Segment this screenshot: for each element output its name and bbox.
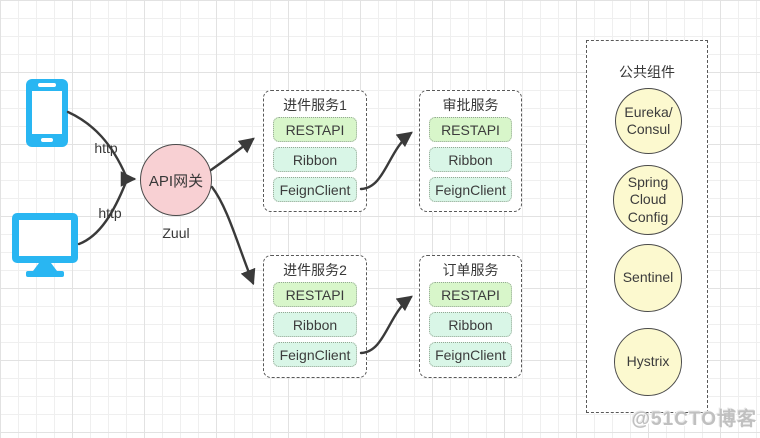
- service-box-approval: 审批服务 RESTAPI Ribbon FeignClient: [419, 90, 522, 212]
- arrow-service1-to-approval: [359, 131, 413, 191]
- desktop-client-icon: [12, 213, 78, 277]
- component-ribbon: Ribbon: [273, 147, 357, 172]
- component-restapi: RESTAPI: [273, 117, 357, 142]
- component-feignclient: FeignClient: [273, 177, 357, 202]
- arrow-gateway-to-service1: [209, 137, 255, 172]
- http-label-bottom: http: [98, 205, 122, 221]
- watermark: @51CTO博客: [631, 409, 757, 430]
- http-label-top: http: [94, 140, 118, 156]
- service-title: 审批服务: [442, 97, 499, 113]
- common-component-spring-cloud-config: Spring Cloud Config: [613, 165, 683, 235]
- component-restapi: RESTAPI: [429, 117, 512, 142]
- common-component-sentinel: Sentinel: [614, 244, 682, 312]
- common-component-hystrix: Hystrix: [614, 328, 682, 396]
- mobile-client-icon: [26, 79, 68, 147]
- common-component-eureka-consul: Eureka/ Consul: [615, 88, 682, 154]
- arrow-service3-to-order: [359, 295, 413, 355]
- api-gateway-caption: Zuul: [162, 225, 190, 241]
- component-feignclient: FeignClient: [429, 342, 512, 367]
- service-title: 进件服务1: [283, 97, 347, 113]
- component-restapi: RESTAPI: [429, 282, 512, 307]
- arrow-gateway-to-service3: [210, 185, 256, 286]
- api-gateway-label: API网关: [148, 172, 204, 190]
- service-title: 订单服务: [442, 262, 499, 278]
- component-ribbon: Ribbon: [429, 147, 512, 172]
- common-components-title: 公共组件: [619, 64, 675, 80]
- component-ribbon: Ribbon: [273, 312, 357, 337]
- service-box-intake-1: 进件服务1 RESTAPI Ribbon FeignClient: [263, 90, 367, 212]
- service-box-intake-2: 进件服务2 RESTAPI Ribbon FeignClient: [263, 255, 367, 378]
- component-restapi: RESTAPI: [273, 282, 357, 307]
- api-gateway-node: API网关: [140, 144, 212, 216]
- service-box-order: 订单服务 RESTAPI Ribbon FeignClient: [419, 255, 522, 378]
- common-components-panel: 公共组件 Eureka/ Consul Spring Cloud Config …: [586, 40, 708, 413]
- component-feignclient: FeignClient: [273, 342, 357, 367]
- component-feignclient: FeignClient: [429, 177, 512, 202]
- service-title: 进件服务2: [283, 262, 347, 278]
- component-ribbon: Ribbon: [429, 312, 512, 337]
